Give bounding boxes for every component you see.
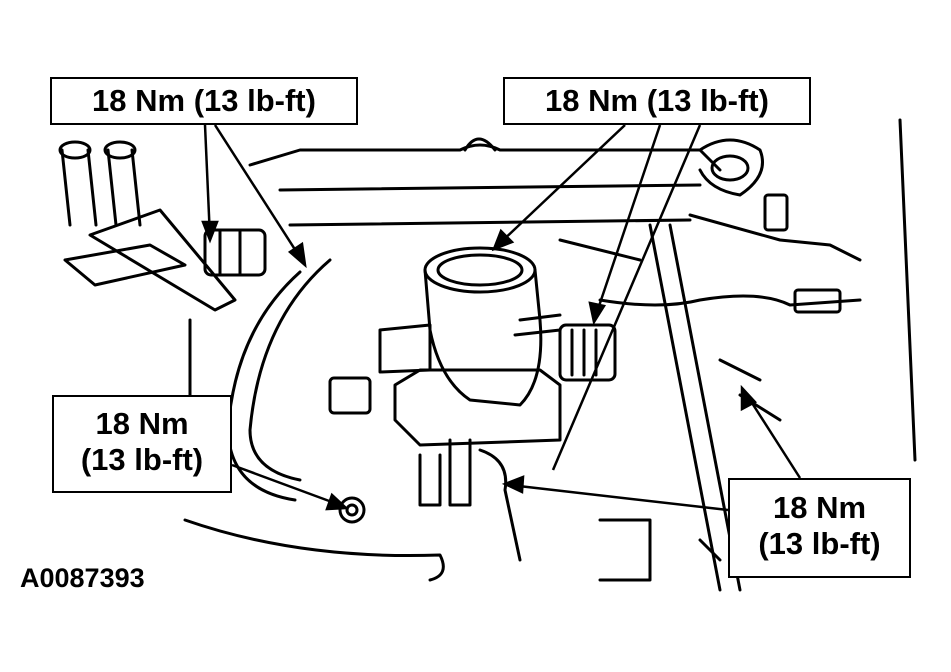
leader-lines <box>201 124 802 512</box>
torque-callout-bottom-left: 18 Nm (13 lb-ft) <box>52 395 232 493</box>
torque-callout-top-right: 18 Nm (13 lb-ft) <box>503 77 811 125</box>
torque-callout-bottom-right: 18 Nm (13 lb-ft) <box>728 478 911 578</box>
torque-callout-top-left: 18 Nm (13 lb-ft) <box>50 77 358 125</box>
figure-id-label: A0087393 <box>20 563 145 593</box>
torque-value-nm: 18 Nm <box>772 490 867 525</box>
torque-value-lbft: (13 lb-ft) <box>80 442 204 477</box>
torque-value-nm: 18 Nm <box>95 406 189 441</box>
torque-value-lbft: (13 lb-ft) <box>758 526 881 561</box>
